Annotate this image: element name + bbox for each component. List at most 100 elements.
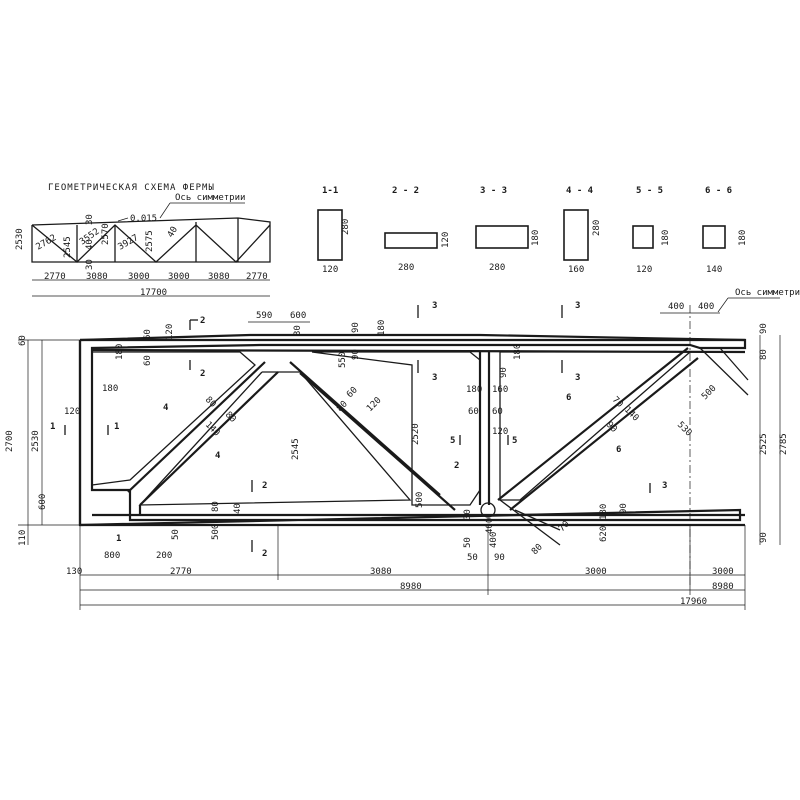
inner-dim: 40 bbox=[233, 503, 243, 514]
section-width: 280 bbox=[489, 263, 505, 273]
section-label: 6 - 6 bbox=[705, 186, 732, 196]
section-1-profile bbox=[317, 209, 343, 261]
inner-dim: 60 bbox=[492, 407, 503, 417]
scheme-total: 17700 bbox=[140, 288, 167, 298]
scheme-dim: 30 bbox=[85, 259, 95, 270]
inner-dim: 500 bbox=[211, 524, 221, 540]
diagonal-2-upper bbox=[289, 361, 441, 496]
inner-dim: 30 bbox=[293, 325, 303, 336]
scheme-symmetry-label: Ось симметрии bbox=[175, 193, 245, 203]
scheme-span: 3080 bbox=[208, 272, 230, 282]
section-5-profile bbox=[632, 225, 654, 249]
section-width: 160 bbox=[568, 265, 584, 275]
truss-outer-contour bbox=[78, 333, 747, 527]
scheme-span: 3080 bbox=[86, 272, 108, 282]
inner-dim: 2545 bbox=[291, 438, 301, 460]
diagonal-1-lower bbox=[127, 361, 266, 493]
inner-dim: 530 bbox=[675, 420, 694, 439]
inner-dim: 400 bbox=[485, 518, 495, 534]
diagonal-2-lower bbox=[299, 372, 456, 511]
cross-sections: 1-1 280 120 2 - 2 120 280 3 - 3 180 280 … bbox=[317, 186, 748, 275]
inner-dim: 90 bbox=[619, 503, 629, 514]
section-marker-label: 1 bbox=[116, 534, 121, 544]
section-marker-label: 5 bbox=[450, 436, 455, 446]
main-top-dim: 400 bbox=[698, 302, 714, 312]
section-marker-label: 3 bbox=[432, 301, 437, 311]
main-right-dim: 90 bbox=[759, 323, 769, 334]
end-bracket bbox=[699, 347, 749, 396]
inner-dim: 90 bbox=[351, 349, 361, 360]
section-marker-label: 3 bbox=[662, 481, 667, 491]
main-bottom-dim: 2770 bbox=[170, 567, 192, 577]
inner-dim: 80 bbox=[211, 501, 221, 512]
section-marker-label: 1 bbox=[114, 422, 119, 432]
section-label: 1-1 bbox=[322, 186, 338, 196]
main-bottom-dim: 800 bbox=[104, 551, 120, 561]
section-label: 4 - 4 bbox=[566, 186, 594, 196]
scheme-title: ГЕОМЕТРИЧЕСКАЯ СХЕМА ФЕРМЫ bbox=[48, 183, 215, 193]
scheme-span: 3000 bbox=[168, 272, 190, 282]
inner-dim: 550 bbox=[338, 352, 348, 368]
scheme-dim: 3927 bbox=[117, 233, 141, 253]
main-right-dim: 2525 bbox=[759, 433, 769, 455]
section-marker-label: 2 bbox=[262, 549, 267, 559]
bottom-node-leader-2 bbox=[499, 499, 561, 546]
inner-dim: 60 bbox=[143, 355, 153, 366]
section-height: 180 bbox=[531, 230, 541, 246]
section-marker-label: 6 bbox=[616, 445, 621, 455]
main-right-dim: 80 bbox=[759, 349, 769, 360]
scheme-dim: 2570 bbox=[101, 223, 111, 245]
end-bracket-inner bbox=[719, 347, 749, 381]
inner-dim: 50 bbox=[463, 537, 473, 548]
main-bottom-dim: 8980 bbox=[400, 582, 422, 592]
section-marker-label: 4 bbox=[215, 451, 221, 461]
section-marker-label: 2 bbox=[454, 461, 459, 471]
section-marker-label: 5 bbox=[512, 436, 517, 446]
scheme-dim: 2575 bbox=[145, 230, 155, 252]
main-left-dim: 2530 bbox=[31, 430, 41, 452]
section-label: 2 - 2 bbox=[392, 186, 419, 196]
inner-dim: 90 bbox=[351, 322, 361, 333]
scheme-dim: 2530 bbox=[15, 228, 25, 250]
scheme-dim: 30 bbox=[85, 214, 95, 225]
scheme-span: 2770 bbox=[246, 272, 268, 282]
section-label: 5 - 5 bbox=[636, 186, 663, 196]
inner-dim: 180 bbox=[466, 385, 482, 395]
inner-dim: 60 bbox=[468, 407, 479, 417]
main-symmetry-leader-tick bbox=[717, 297, 729, 313]
section-marker-label: 3 bbox=[432, 373, 437, 383]
main-bottom-dim: 200 bbox=[156, 551, 172, 561]
inner-dim: 60 bbox=[143, 329, 153, 340]
section-marker-label: 2 bbox=[200, 369, 205, 379]
main-right-dim: 2785 bbox=[779, 433, 789, 455]
section-marker-label: 6 bbox=[566, 393, 571, 403]
inner-dim: 160 bbox=[492, 385, 508, 395]
section-marker-label: 2 bbox=[200, 316, 205, 326]
section-height: 280 bbox=[592, 220, 602, 236]
inner-dim: 90 bbox=[499, 367, 509, 378]
main-symmetry-label: Ось симметрии bbox=[735, 288, 800, 298]
inner-dim: 90 bbox=[494, 553, 505, 563]
main-left-dim: 110 bbox=[18, 530, 28, 546]
geometric-scheme: ГЕОМЕТРИЧЕСКАЯ СХЕМА ФЕРМЫ Ось симметрии… bbox=[15, 183, 271, 298]
main-bottom-dim: 3000 bbox=[712, 567, 734, 577]
inner-dim: 50 bbox=[171, 529, 181, 540]
diagonal-3-lower bbox=[509, 357, 699, 511]
section-marker-label: 3 bbox=[575, 373, 580, 383]
section-width: 120 bbox=[636, 265, 652, 275]
section-height: 120 bbox=[441, 232, 451, 248]
section-width: 120 bbox=[322, 265, 338, 275]
section-marker-label: 2 bbox=[262, 481, 267, 491]
scheme-span: 3000 bbox=[128, 272, 150, 282]
main-top-dim: 590 bbox=[256, 311, 272, 321]
inner-dim: 120 bbox=[492, 427, 508, 437]
inner-dim: 500 bbox=[700, 384, 719, 403]
inner-dim: 180 bbox=[377, 320, 387, 336]
main-top-dim: 400 bbox=[668, 302, 684, 312]
section-marker-label: 1 bbox=[50, 422, 55, 432]
section-marker-label: 4 bbox=[163, 403, 169, 413]
main-top-dim: 600 bbox=[290, 311, 306, 321]
inner-dim: 30 bbox=[463, 509, 473, 520]
inner-dim: 180 bbox=[115, 344, 125, 360]
inner-dim: 620 bbox=[599, 526, 609, 542]
